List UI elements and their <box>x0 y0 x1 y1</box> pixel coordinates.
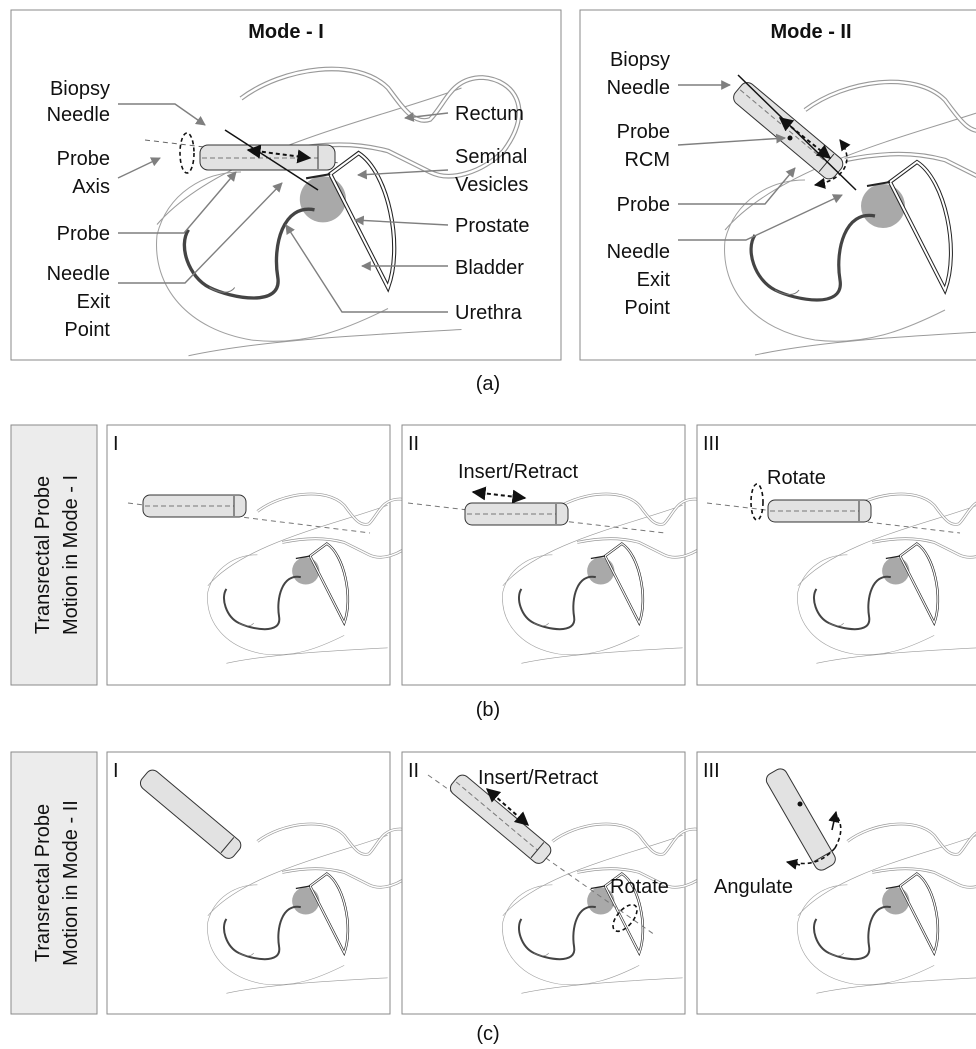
probe-b3 <box>768 500 871 522</box>
label-rectum: Rectum <box>455 103 524 125</box>
numeral-c2: II <box>408 760 419 782</box>
side-box-c <box>11 752 97 1014</box>
action-c2-rotate: Rotate <box>610 876 669 898</box>
action-b2: Insert/Retract <box>458 461 578 483</box>
mode2-title: Mode - II <box>770 21 851 43</box>
action-c3-angulate: Angulate <box>714 876 793 898</box>
label-prostate: Prostate <box>455 215 529 237</box>
numeral-b3: III <box>703 433 720 455</box>
label-probe-1: Probe <box>57 223 110 245</box>
label-bladder: Bladder <box>455 257 524 279</box>
side-box-b <box>11 425 97 685</box>
numeral-c1: I <box>113 760 119 782</box>
action-b3: Rotate <box>767 467 826 489</box>
mode1-title: Mode - I <box>248 21 324 43</box>
caption-c: (c) <box>476 1023 499 1045</box>
caption-a: (a) <box>476 373 500 395</box>
probe-b2 <box>465 503 568 525</box>
rcm-point <box>788 136 793 141</box>
action-c2-insert: Insert/Retract <box>478 767 598 789</box>
numeral-b1: I <box>113 433 119 455</box>
label-probe-2: Probe <box>617 194 670 216</box>
numeral-b2: II <box>408 433 419 455</box>
label-urethra: Urethra <box>455 302 523 324</box>
numeral-c3: III <box>703 760 720 782</box>
probe-b1 <box>143 495 246 517</box>
caption-b: (b) <box>476 699 500 721</box>
